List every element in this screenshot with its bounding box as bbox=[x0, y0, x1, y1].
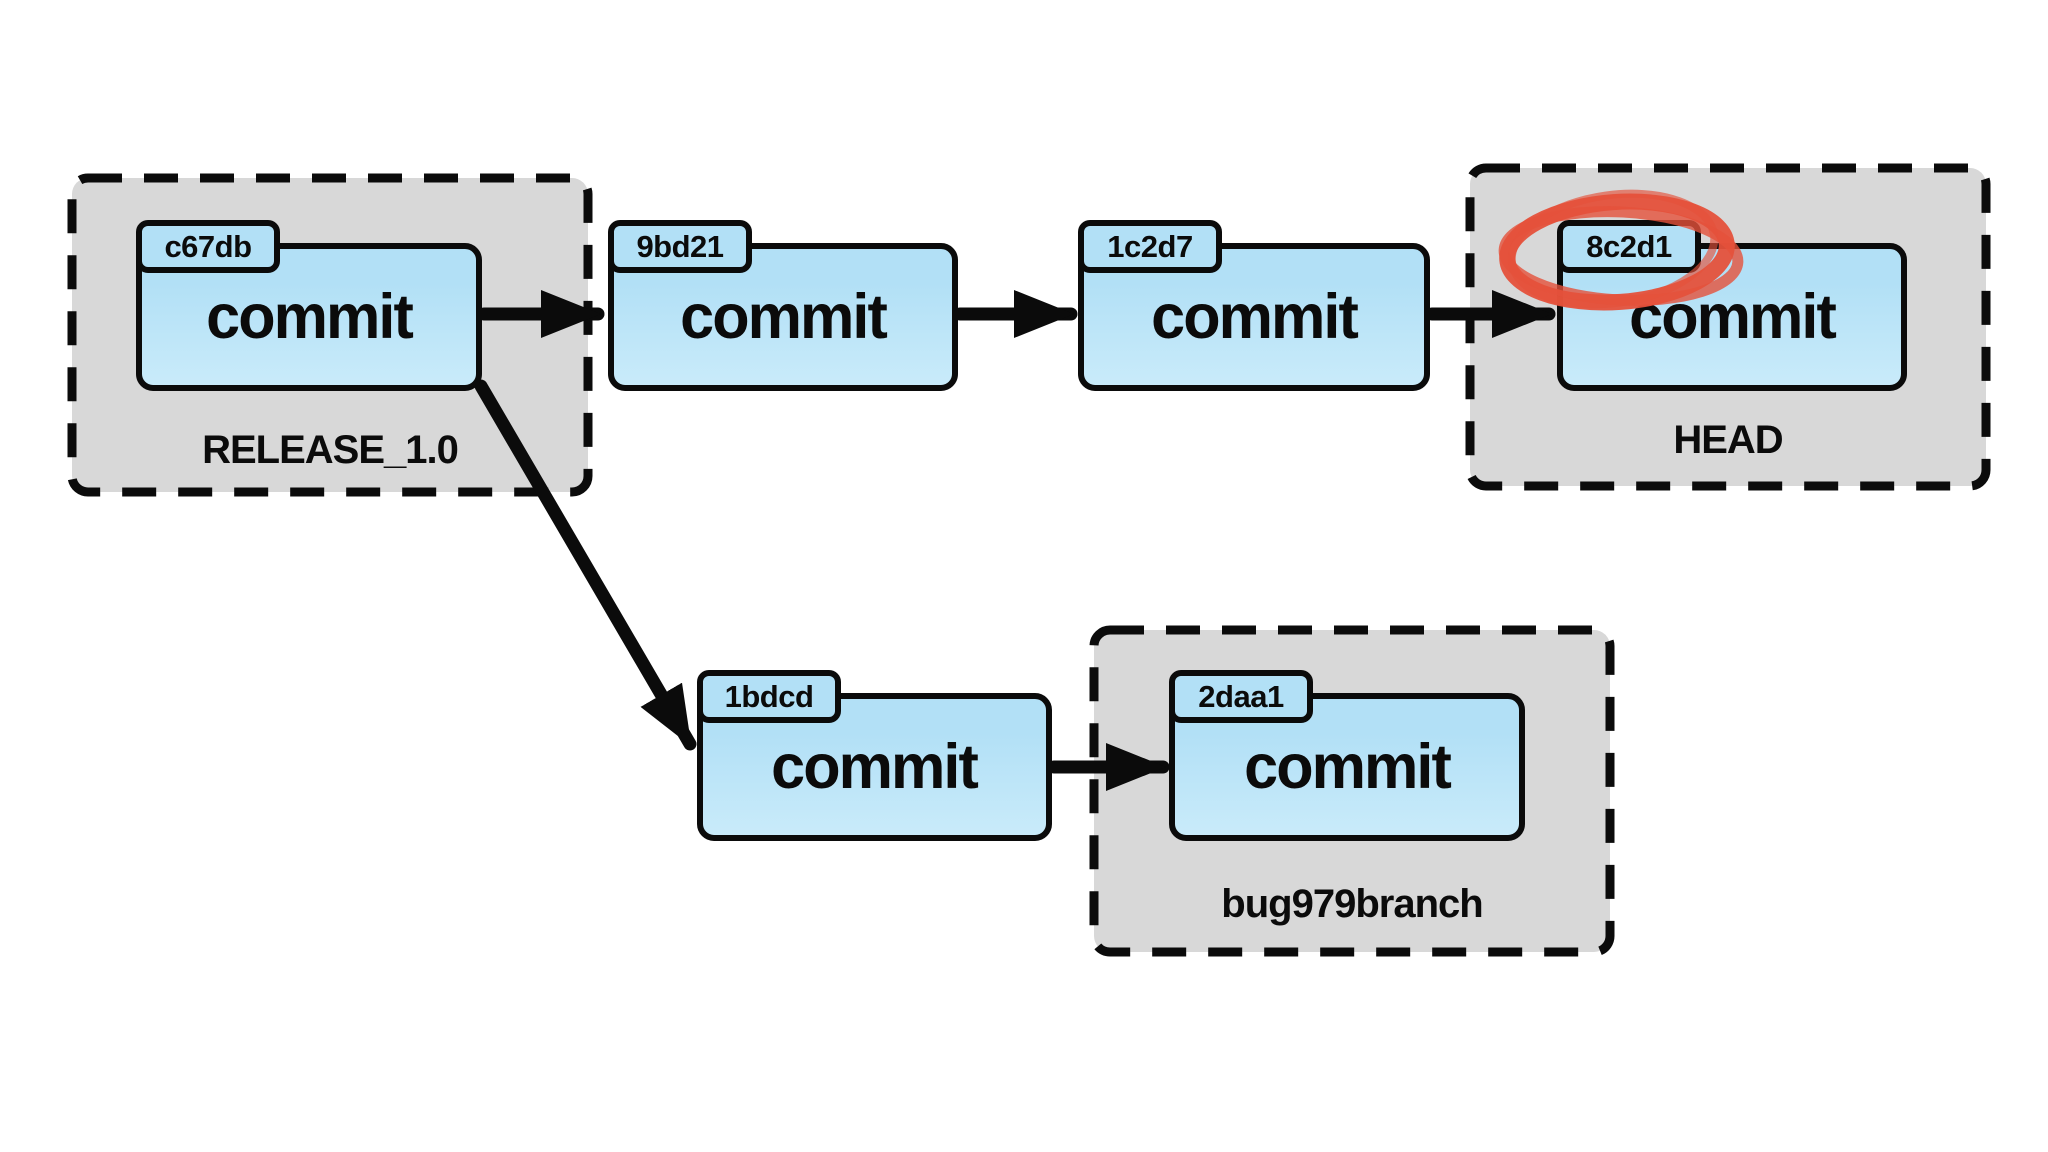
commit-label: commit bbox=[206, 282, 414, 352]
commit-hash-tab: 8c2d1 bbox=[1557, 220, 1701, 273]
commit-hash: 9bd21 bbox=[636, 228, 724, 264]
arrow-c67db-to-1bdcd bbox=[474, 379, 697, 751]
commit-hash-tab: 9bd21 bbox=[608, 220, 752, 273]
group-label-release: RELEASE_1.0 bbox=[202, 428, 459, 472]
commit-hash: 2daa1 bbox=[1198, 678, 1284, 714]
commit-hash-tab: 1c2d7 bbox=[1078, 220, 1222, 273]
commit-label: commit bbox=[1629, 282, 1837, 352]
commit-label: commit bbox=[1244, 732, 1452, 802]
commit-hash: 1bdcd bbox=[724, 678, 814, 714]
commit-hash: 8c2d1 bbox=[1586, 228, 1672, 264]
group-label-head: HEAD bbox=[1673, 418, 1783, 462]
commit-node-8c2d1: 8c2d1 commit bbox=[1557, 220, 1907, 391]
commit-node-2daa1: 2daa1 commit bbox=[1169, 670, 1525, 841]
group-label-bug979branch: bug979branch bbox=[1221, 882, 1483, 926]
commit-hash-tab: 2daa1 bbox=[1169, 670, 1313, 723]
commit-node-1c2d7: 1c2d7 commit bbox=[1078, 220, 1430, 391]
commit-node-1bdcd: 1bdcd commit bbox=[697, 670, 1052, 841]
commit-label: commit bbox=[680, 282, 888, 352]
commit-label: commit bbox=[1151, 282, 1359, 352]
commit-node-9bd21: 9bd21 commit bbox=[608, 220, 958, 391]
commit-hash-tab: 1bdcd bbox=[697, 670, 841, 723]
commit-hash: 1c2d7 bbox=[1107, 228, 1193, 264]
commit-label: commit bbox=[771, 732, 980, 802]
commit-hash-tab: c67db bbox=[136, 220, 280, 273]
commit-hash: c67db bbox=[164, 228, 252, 264]
commit-node-c67db: c67db commit bbox=[136, 220, 482, 391]
